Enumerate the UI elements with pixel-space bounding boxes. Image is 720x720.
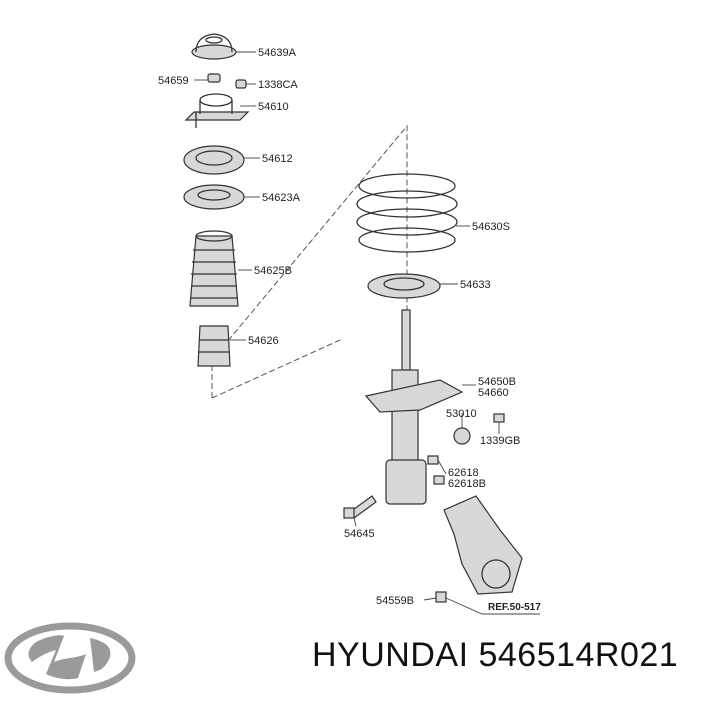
label-54645: 54645 xyxy=(344,528,375,540)
caption-part-number: HYUNDAI 546514R021 xyxy=(312,636,679,674)
part-54639A xyxy=(191,33,237,60)
label-54633: 54633 xyxy=(460,279,491,291)
part-1339GB xyxy=(493,413,505,423)
part-54610 xyxy=(184,93,250,128)
part-54626 xyxy=(197,325,231,367)
label-54639A: 54639A xyxy=(258,47,297,59)
part-54659 xyxy=(207,73,221,83)
part-54559B xyxy=(435,591,447,603)
label-ref: REF.50-517 xyxy=(488,602,541,613)
part-53010 xyxy=(453,427,471,445)
part-54630S xyxy=(356,173,458,253)
label-62618B: 62618B xyxy=(448,478,486,490)
dashed-boundary xyxy=(211,124,408,399)
part-54623A xyxy=(183,184,245,210)
part-1338CA xyxy=(235,79,247,89)
label-54610: 54610 xyxy=(258,101,289,113)
label-1339GB: 1339GB xyxy=(480,435,520,447)
label-54559B: 54559B xyxy=(376,595,414,607)
label-54630S: 54630S xyxy=(472,221,510,233)
leader-lines xyxy=(194,51,540,615)
part-62618 xyxy=(427,455,445,485)
part-54612 xyxy=(183,145,245,175)
part-54645 xyxy=(343,495,377,519)
part-knuckle xyxy=(443,495,523,595)
label-54612: 54612 xyxy=(262,153,293,165)
label-54623A: 54623A xyxy=(262,192,301,204)
label-54650B: 54650B xyxy=(478,376,516,388)
label-1338CA: 1338CA xyxy=(258,79,298,91)
label-54625B: 54625B xyxy=(254,265,292,277)
label-54659: 54659 xyxy=(158,75,189,87)
part-strut-54650B xyxy=(364,309,464,505)
part-54625B xyxy=(189,230,239,307)
label-54626: 54626 xyxy=(248,335,279,347)
hyundai-logo-icon xyxy=(4,622,136,694)
label-54660: 54660 xyxy=(478,387,509,399)
label-53010: 53010 xyxy=(446,408,477,420)
label-62618: 62618 xyxy=(448,467,479,479)
part-54633 xyxy=(367,273,441,299)
